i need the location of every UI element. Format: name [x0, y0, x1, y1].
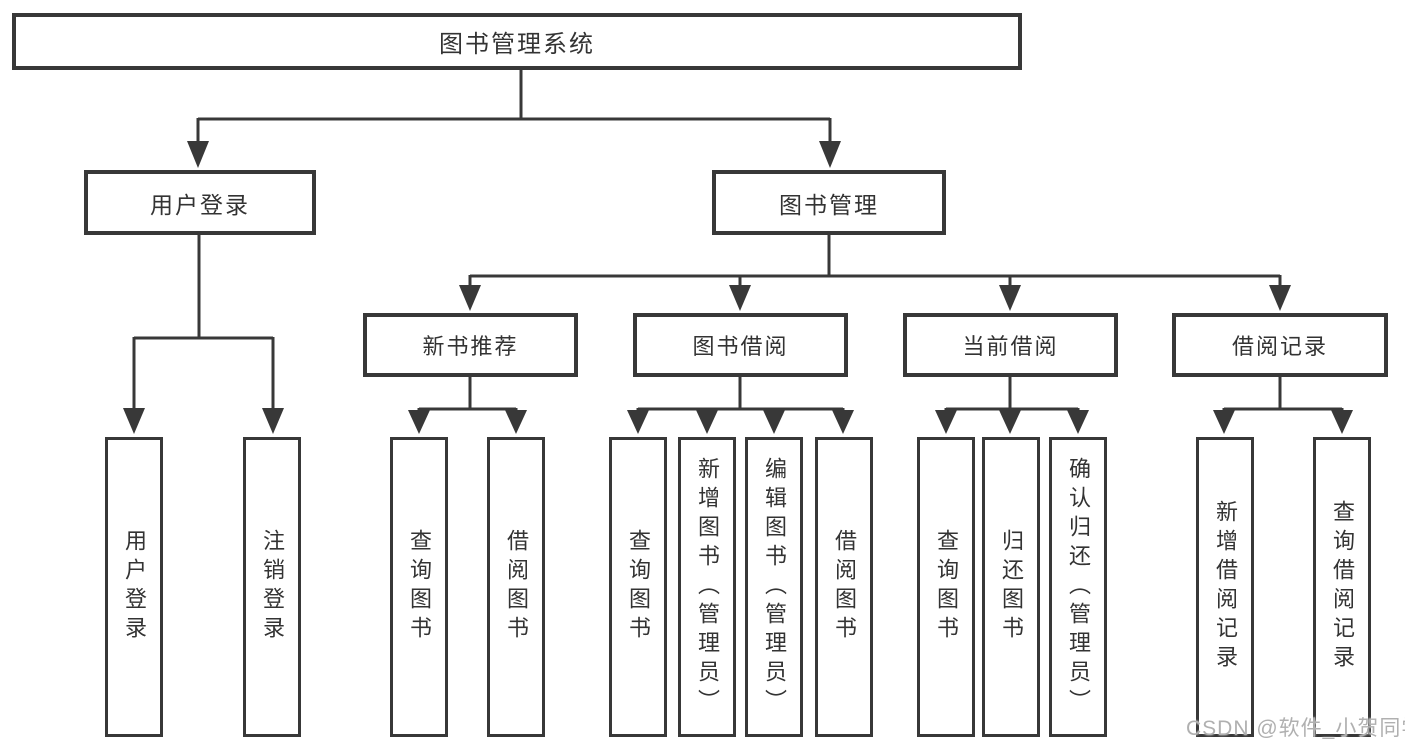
- arrow-down-icon: [1067, 410, 1089, 434]
- node-add-books-admin: 新增图书（管理员）: [678, 437, 736, 737]
- node-label: 查询借阅记录: [1330, 500, 1355, 674]
- node-label: 借阅图书: [832, 529, 857, 645]
- node-borrow-books: 借阅图书: [815, 437, 873, 737]
- node-borrow-query-books: 查询图书: [609, 437, 667, 737]
- arrow-down-icon: [1269, 285, 1291, 311]
- node-label: 用户登录: [122, 529, 147, 645]
- node-recommend-query-books: 查询图书: [390, 437, 448, 737]
- arrow-down-icon: [832, 410, 854, 434]
- arrow-down-icon: [262, 408, 284, 434]
- arrow-down-icon: [935, 410, 957, 434]
- arrow-down-icon: [819, 141, 841, 168]
- node-label: 图书借阅: [692, 334, 789, 359]
- arrow-down-icon: [696, 410, 718, 434]
- arrow-down-icon: [123, 408, 145, 434]
- node-label: 确认归还（管理员）: [1066, 456, 1091, 718]
- arrowhead-icons: [123, 141, 1353, 434]
- node-current-query-books: 查询图书: [917, 437, 975, 737]
- arrow-down-icon: [505, 410, 527, 434]
- node-label: 查询图书: [626, 529, 651, 645]
- node-label: 用户登录: [150, 191, 250, 218]
- node-label: 借阅图书: [504, 529, 529, 645]
- arrow-down-icon: [187, 141, 209, 168]
- node-label: 图书管理系统: [439, 31, 595, 58]
- node-add-borrow-record: 新增借阅记录: [1196, 437, 1254, 737]
- node-borrow-records: 借阅记录: [1172, 313, 1388, 377]
- node-current-borrow: 当前借阅: [903, 313, 1118, 377]
- node-label: 图书管理: [779, 191, 879, 218]
- node-logout: 注销登录: [243, 437, 301, 737]
- node-book-management: 图书管理: [712, 170, 946, 235]
- node-label: 查询图书: [934, 529, 959, 645]
- node-label: 注销登录: [260, 529, 285, 645]
- arrow-down-icon: [408, 410, 430, 434]
- node-label: 当前借阅: [962, 334, 1059, 359]
- node-label: 新增借阅记录: [1213, 500, 1238, 674]
- arrow-down-icon: [627, 410, 649, 434]
- arrow-down-icon: [763, 410, 785, 434]
- node-book-borrow: 图书借阅: [633, 313, 848, 377]
- node-label: 编辑图书（管理员）: [762, 456, 787, 718]
- arrow-down-icon: [459, 285, 481, 311]
- node-label: 归还图书: [999, 529, 1024, 645]
- node-root-system: 图书管理系统: [12, 13, 1022, 70]
- arrow-down-icon: [1331, 410, 1353, 434]
- node-edit-books-admin: 编辑图书（管理员）: [745, 437, 803, 737]
- node-label: 新增图书（管理员）: [695, 456, 720, 718]
- node-query-borrow-record: 查询借阅记录: [1313, 437, 1371, 737]
- node-return-books: 归还图书: [982, 437, 1040, 737]
- arrow-down-icon: [729, 285, 751, 311]
- node-user-login: 用户登录: [105, 437, 163, 737]
- node-user-login-group: 用户登录: [84, 170, 316, 235]
- arrow-down-icon: [999, 285, 1021, 311]
- node-new-book-recommend: 新书推荐: [363, 313, 578, 377]
- arrow-down-icon: [1213, 410, 1235, 434]
- csdn-watermark: CSDN @软件_小贺同学: [1186, 717, 1405, 740]
- node-label: 新书推荐: [422, 334, 519, 359]
- node-label: 借阅记录: [1231, 334, 1328, 359]
- node-label: 查询图书: [407, 529, 432, 645]
- arrow-down-icon: [999, 410, 1021, 434]
- node-recommend-borrow-books: 借阅图书: [487, 437, 545, 737]
- node-confirm-return-admin: 确认归还（管理员）: [1049, 437, 1107, 737]
